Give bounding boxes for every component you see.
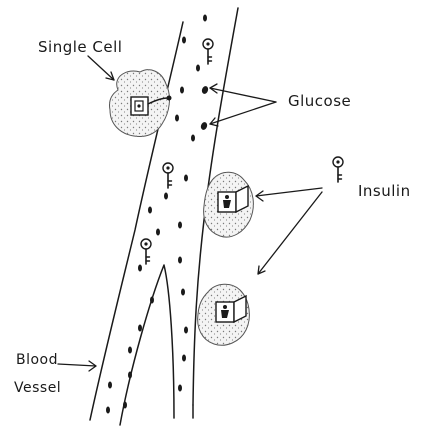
blood-cell (178, 385, 182, 392)
arrow-blood-vessel (58, 364, 96, 366)
blood-cell (123, 402, 127, 409)
key-icon (203, 39, 213, 64)
arrow-insulin-upper (256, 188, 322, 196)
label-insulin: Insulin (358, 182, 411, 200)
single-cell-top (109, 70, 171, 137)
label-vessel: Vessel (14, 380, 61, 396)
blood-cell (164, 193, 168, 200)
label-glucose: Glucose (288, 92, 351, 110)
blood-cell (175, 115, 179, 122)
blood-cell (128, 347, 132, 354)
vessel-fork (120, 265, 174, 425)
annotation-arrows (58, 56, 322, 371)
blood-cell (182, 37, 186, 44)
label-blood: Blood (16, 352, 58, 368)
cell-bottom (198, 284, 250, 345)
arrow-insulin-lower (258, 192, 322, 274)
arrow-single-cell (88, 56, 114, 80)
cell-middle (204, 172, 254, 237)
blood-cell (196, 65, 200, 72)
key-icon (141, 239, 151, 264)
blood-cell (178, 257, 182, 264)
arrow-glucose-upper (210, 88, 276, 102)
blood-cell (178, 222, 182, 229)
blood-cell (181, 289, 185, 296)
blood-cell (184, 175, 188, 182)
blood-cell (138, 325, 142, 332)
glucose-molecules (200, 85, 209, 131)
door-receptor-icon (131, 97, 148, 115)
key-icon (163, 163, 173, 188)
glucose-icon (200, 121, 208, 131)
blood-cell (138, 265, 142, 272)
key-icon (333, 157, 343, 182)
blood-cell (184, 327, 188, 334)
blood-cell (148, 207, 152, 214)
blood-cell (203, 15, 207, 22)
blood-cell (128, 372, 132, 379)
blood-cell (156, 229, 160, 236)
blood-cell (106, 407, 110, 414)
blood-cell (108, 382, 112, 389)
glucose-icon (201, 85, 209, 95)
blood-cell (180, 87, 184, 94)
label-single-cell: Single Cell (38, 38, 122, 56)
blood-cell (150, 297, 154, 304)
blood-cell (191, 135, 195, 142)
blood-cell (182, 355, 186, 362)
